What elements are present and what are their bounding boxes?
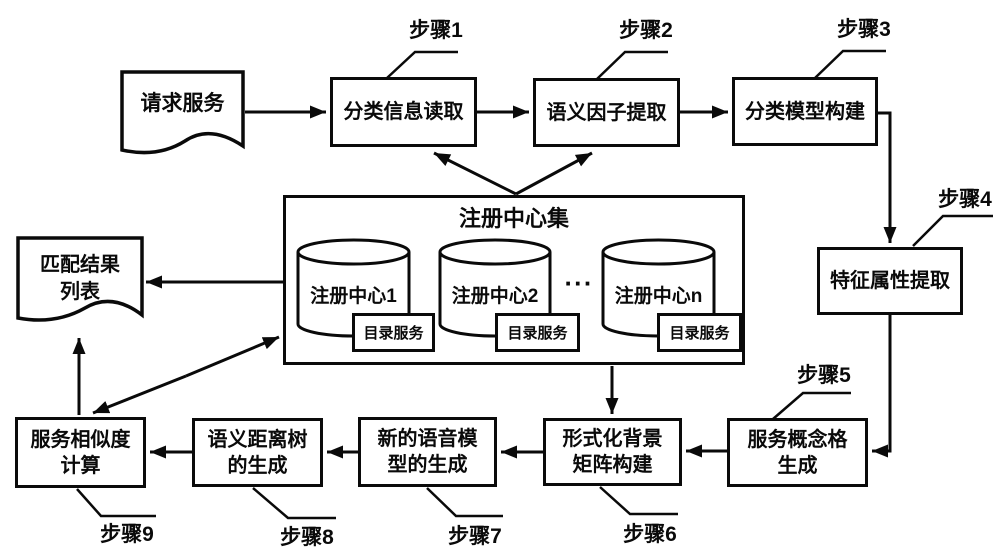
callout-step3	[814, 49, 886, 79]
directory-service-box-2: 目录服务	[495, 313, 580, 352]
arrow-step9-registry-down	[92, 374, 187, 415]
callout-step1	[386, 50, 458, 79]
request-doc-shape	[120, 70, 245, 155]
process-box-step6: 形式化背景 矩阵构建	[543, 418, 682, 486]
callout-step8	[252, 487, 336, 520]
step-label-7: 步骤7	[448, 525, 502, 548]
process-box-step1: 分类信息读取	[330, 77, 477, 147]
process-box-step5: 服务概念格 生成	[727, 418, 868, 487]
arrow-step3-to-step4	[877, 111, 897, 243]
directory-service-box-1: 目录服务	[352, 313, 435, 352]
step-label-1: 步骤1	[409, 19, 463, 42]
step-label-8: 步骤8	[280, 526, 334, 549]
directory-service-box-n: 目录服务	[657, 313, 742, 352]
arrow-step9-registry-up	[185, 335, 280, 378]
step-label-6: 步骤6	[623, 523, 677, 546]
process-box-step7: 新的语音模 型的生成	[358, 417, 497, 487]
process-box-step8: 语义距离树 的生成	[192, 418, 323, 487]
process-box-step4: 特征属性提取	[817, 247, 963, 315]
arrow-step4-to-step5	[872, 315, 892, 458]
request-doc-label: 请求服务	[140, 91, 225, 115]
registry-cylinder-2-label: 注册中心2	[451, 286, 539, 307]
callout-step9	[76, 488, 156, 518]
process-box-step9: 服务相似度 计算	[15, 417, 146, 488]
registry-ellipsis: ···	[564, 268, 594, 298]
callout-step5	[772, 391, 851, 420]
registry-cylinder-n-label: 注册中心n	[614, 286, 703, 307]
process-box-step2: 语义因子提取	[533, 78, 680, 147]
callout-step2	[596, 50, 668, 80]
callout-step6	[599, 486, 678, 516]
registry-cluster-box	[283, 195, 745, 365]
result-doc-label: 匹配结果 列表	[40, 254, 120, 303]
callout-step4	[912, 214, 993, 247]
process-box-step3: 分类模型构建	[732, 77, 878, 146]
result-doc-shape	[16, 236, 144, 322]
step-label-2: 步骤2	[619, 19, 673, 42]
registry-cluster-title: 注册中心集	[458, 206, 569, 231]
step-label-3: 步骤3	[837, 18, 891, 41]
callout-step7	[426, 487, 503, 518]
step-label-9: 步骤9	[100, 523, 154, 546]
step-label-5: 步骤5	[797, 364, 851, 387]
step-label-4: 步骤4	[938, 188, 992, 211]
arrow-registry-to-step1-box	[433, 151, 517, 196]
registry-cylinder-1-label: 注册中心1	[310, 286, 397, 307]
arrow-registry-to-step2-box	[515, 151, 593, 196]
